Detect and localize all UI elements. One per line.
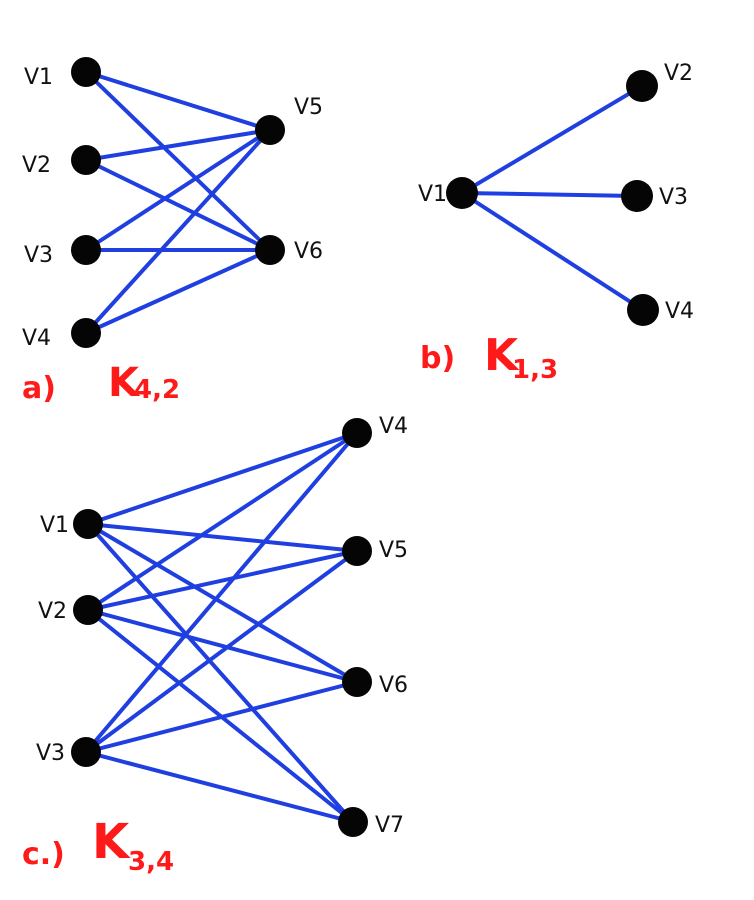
graph-c-vertex-label-v7: V7 xyxy=(375,813,404,838)
graph-a-vertex-v6 xyxy=(255,235,285,265)
graph-c-vertex-v6 xyxy=(342,667,372,697)
graph-a-vertex-v4 xyxy=(71,318,101,348)
graph-c-edges xyxy=(84,431,359,824)
graph-c-edge-v2-v6 xyxy=(86,608,359,684)
graph-c-vertex-label-v4: V4 xyxy=(379,414,408,439)
graph-c-edge-v1-v4 xyxy=(86,431,359,526)
graph-c-vertex-label-v6: V6 xyxy=(379,673,408,698)
graph-b-vertex-v4 xyxy=(627,294,659,326)
graph-c-vertex-v2 xyxy=(73,595,103,625)
graph-b-edges xyxy=(460,84,645,312)
graph-c-caption-main: K xyxy=(92,814,131,870)
graph-c-vertex-label-v2: V2 xyxy=(38,599,67,624)
graph-c-caption-sub: 3,4 xyxy=(128,847,174,877)
graph-a-caption-sub: 4,2 xyxy=(134,375,180,405)
graph-b-vertex-v2 xyxy=(626,70,658,102)
graph-b-vertex-v3 xyxy=(621,180,653,212)
graph-a-vertex-label-v3: V3 xyxy=(24,243,53,268)
graph-a-edge-v4-v6 xyxy=(84,248,272,335)
graph-b-vertex-label-v3: V3 xyxy=(659,185,688,210)
graph-c-edge-v3-v5 xyxy=(84,549,359,754)
graph-c-edge-v2-v5 xyxy=(86,549,359,612)
graph-b-caption-main: K xyxy=(484,330,520,381)
graph-c-vertex-v7 xyxy=(338,807,368,837)
graph-b-caption-sub: 1,3 xyxy=(512,355,558,385)
graph-a-vertex-v3 xyxy=(71,235,101,265)
graph-a-vertex-v5 xyxy=(255,115,285,145)
graph-a-edge-v3-v5 xyxy=(84,128,272,252)
graph-a-edge-v2-v6 xyxy=(84,158,272,252)
graph-a-vertex-v1 xyxy=(71,57,101,87)
graph-c-edge-v3-v6 xyxy=(84,680,359,754)
graph-a-vertex-v2 xyxy=(71,145,101,175)
graph-c-caption-letter: c.) xyxy=(22,837,65,872)
graph-a-vertex-label-v4: V4 xyxy=(22,326,51,351)
graph-b-edge-v1-v4 xyxy=(460,191,645,312)
graph-c-edge-v1-v7 xyxy=(86,522,355,824)
graph-c-edge-v3-v7 xyxy=(84,750,355,824)
graph-a-edges xyxy=(84,70,272,335)
graph-a-vertex-label-v6: V6 xyxy=(294,239,323,264)
graph-a-caption-main: K xyxy=(108,360,141,406)
graph-b-vertex-label-v4: V4 xyxy=(665,299,694,324)
graph-b-vertex-label-v1: V1 xyxy=(418,182,447,207)
graph-b-caption-letter: b) xyxy=(420,341,455,376)
graph-c-vertex-v3 xyxy=(71,737,101,767)
graph-c-vertex-label-v1: V1 xyxy=(40,513,69,538)
graph-a-vertex-label-v2: V2 xyxy=(22,153,51,178)
graph-a-vertex-label-v5: V5 xyxy=(294,95,323,120)
graph-b-vertex-v1 xyxy=(446,177,478,209)
graph-c-vertex-v5 xyxy=(342,536,372,566)
graph-c-edge-v1-v5 xyxy=(86,522,359,553)
graph-c-edge-v2-v4 xyxy=(86,431,359,612)
graph-a-edge-v2-v5 xyxy=(84,128,272,162)
graph-c-edge-v1-v6 xyxy=(86,522,359,684)
graph-b-edge-v1-v2 xyxy=(460,84,644,195)
graph-c-vertex-v1 xyxy=(73,509,103,539)
graph-b-edge-v1-v3 xyxy=(460,191,639,198)
graph-a-vertex-label-v1: V1 xyxy=(24,65,53,90)
graph-a-edge-v4-v5 xyxy=(84,128,272,335)
graph-a-edge-v1-v5 xyxy=(84,70,272,132)
graph-a-caption-letter: a) xyxy=(22,371,56,406)
graph-c-edge-v3-v4 xyxy=(84,431,359,754)
graph-b-vertex-label-v2: V2 xyxy=(664,61,693,86)
graph-c-vertex-v4 xyxy=(342,418,372,448)
graph-c-vertex-label-v5: V5 xyxy=(379,538,408,563)
graph-a-edge-v1-v6 xyxy=(84,70,272,252)
graph-c-vertex-label-v3: V3 xyxy=(36,741,65,766)
